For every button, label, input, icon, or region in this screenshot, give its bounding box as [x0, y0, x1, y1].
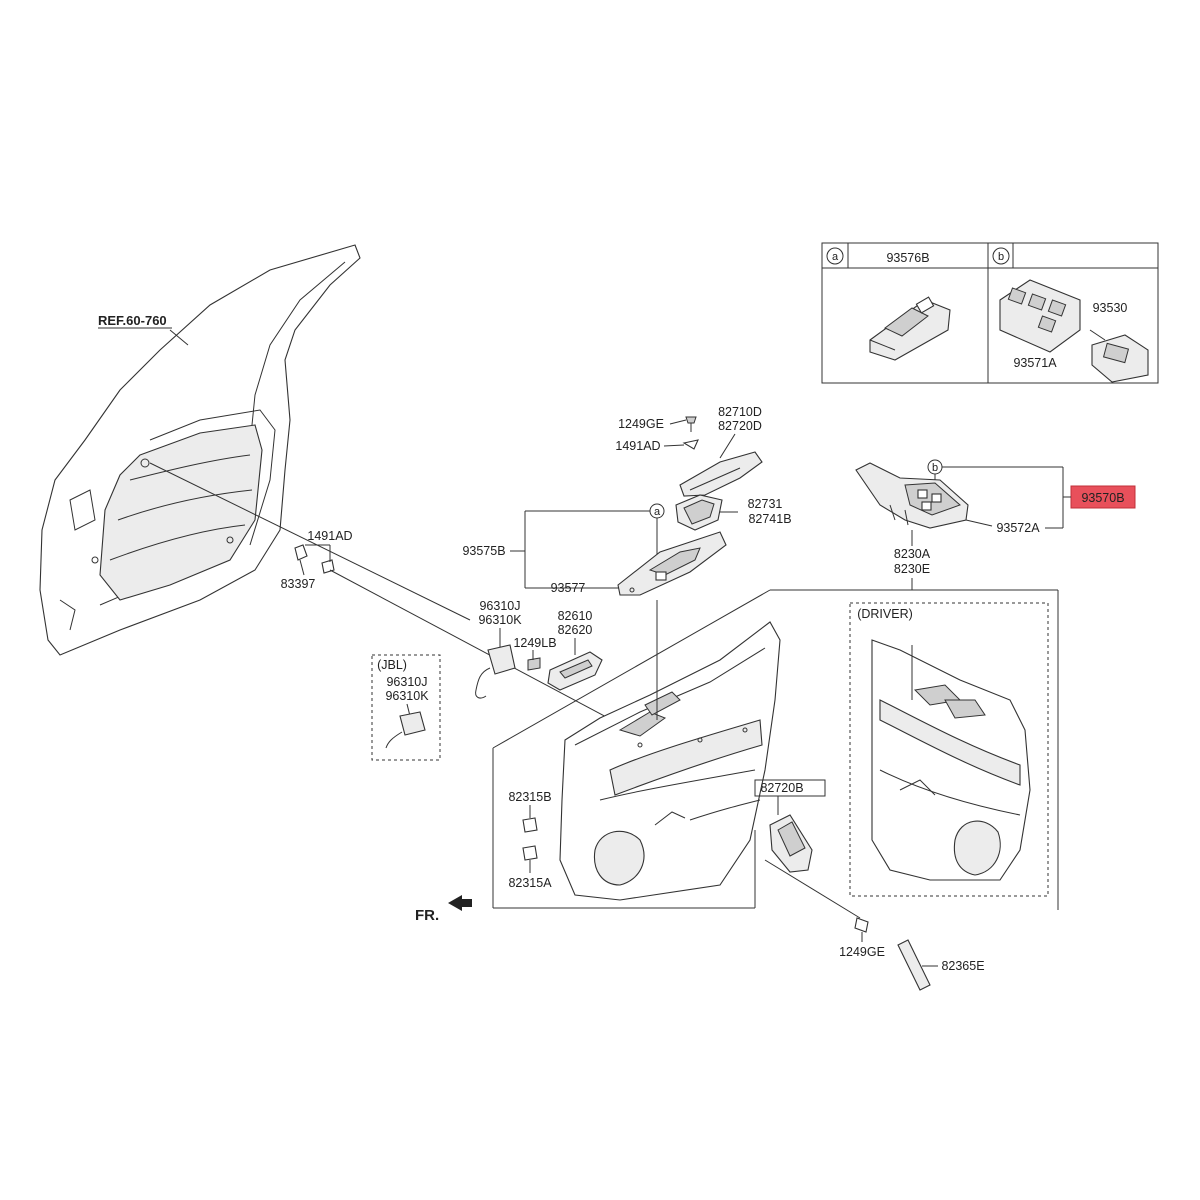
trim-cap-82710d-image: [679, 451, 763, 497]
tweeter-96310j-image: [475, 644, 516, 699]
label-83397: 83397: [281, 577, 316, 591]
inner-handle-82610-image: [547, 651, 603, 691]
screw-1249ge-top: [685, 416, 697, 424]
label-82720b: 82720B: [760, 781, 803, 795]
inset-b-marker-circle: [992, 247, 1010, 265]
clip-82315a: [522, 845, 538, 861]
ref-label: REF.60-760: [98, 313, 167, 328]
label-96310j: 96310J: [479, 599, 520, 613]
label-8230e: 8230E: [894, 562, 930, 576]
driver-option-box: (DRIVER): [849, 602, 1049, 897]
label-96310k: 96310K: [478, 613, 522, 627]
jbl-option-box: (JBL) 96310J 96310K: [371, 654, 441, 761]
clip-1491ad-top: [682, 439, 699, 450]
label-1249ge-bottom: 1249GE: [839, 945, 885, 959]
label-1249lb: 1249LB: [513, 636, 556, 650]
clip-1491ad-left: [321, 559, 335, 574]
label-1491ad-left: 1491AD: [307, 529, 352, 543]
inset-b-assembly-part-number: 93571A: [1013, 356, 1057, 370]
label-82710d: 82710D: [718, 405, 762, 419]
label-1491ad-top: 1491AD: [615, 439, 660, 453]
trim-strip-82365e-image: [897, 939, 931, 991]
jbl-title: (JBL): [377, 658, 407, 672]
inset-a-part-number: 93576B: [886, 251, 929, 265]
screw-1249lb: [527, 657, 541, 671]
door-frame-drawing: [39, 244, 361, 656]
label-82315b: 82315B: [508, 790, 551, 804]
switch-assembly-93571a-image: [999, 279, 1149, 383]
inset-b-switch-part-number: 93530: [1093, 301, 1128, 315]
inset-a-marker-circle: [826, 247, 844, 265]
label-8230a: 8230A: [894, 547, 931, 561]
bracket-82731-image: [675, 494, 723, 531]
label-93575b: 93575B: [462, 544, 505, 558]
inset-b-marker: b: [998, 251, 1004, 263]
label-93577: 93577: [551, 581, 586, 595]
label-82731: 82731: [748, 497, 783, 511]
jbl-label-96310k: 96310K: [385, 689, 429, 703]
plug-83397: [294, 544, 308, 561]
front-direction-label: FR.: [415, 907, 439, 924]
screw-1249ge-bottom: [854, 917, 869, 933]
label-82610: 82610: [558, 609, 593, 623]
marker-b: b: [932, 462, 938, 474]
clip-82315b: [522, 817, 538, 833]
label-82720d: 82720D: [718, 419, 762, 433]
jbl-label-96310j: 96310J: [386, 675, 427, 689]
door-trim-panel: [492, 621, 781, 909]
pocket-82720b-image: [769, 814, 813, 873]
label-82315a: 82315A: [508, 876, 552, 890]
marker-a: a: [654, 506, 661, 518]
part-93570b-label: 93570B: [1081, 491, 1124, 505]
inset-a-marker: a: [832, 251, 839, 263]
door-leader-line: [149, 462, 471, 621]
label-82365e: 82365E: [941, 959, 984, 973]
switch-panel-93577-image: [617, 531, 727, 596]
driver-title: (DRIVER): [857, 607, 913, 621]
switch-panel-93572a-image: [855, 462, 969, 529]
label-82620: 82620: [558, 623, 593, 637]
label-82741b: 82741B: [748, 512, 791, 526]
inset-table: a 93576B b 93530 93571A: [821, 242, 1159, 384]
label-1249ge-top: 1249GE: [618, 417, 664, 431]
label-93572a: 93572A: [996, 521, 1040, 535]
switch-93576b-image: [869, 296, 951, 361]
front-arrow-icon: [448, 895, 472, 911]
